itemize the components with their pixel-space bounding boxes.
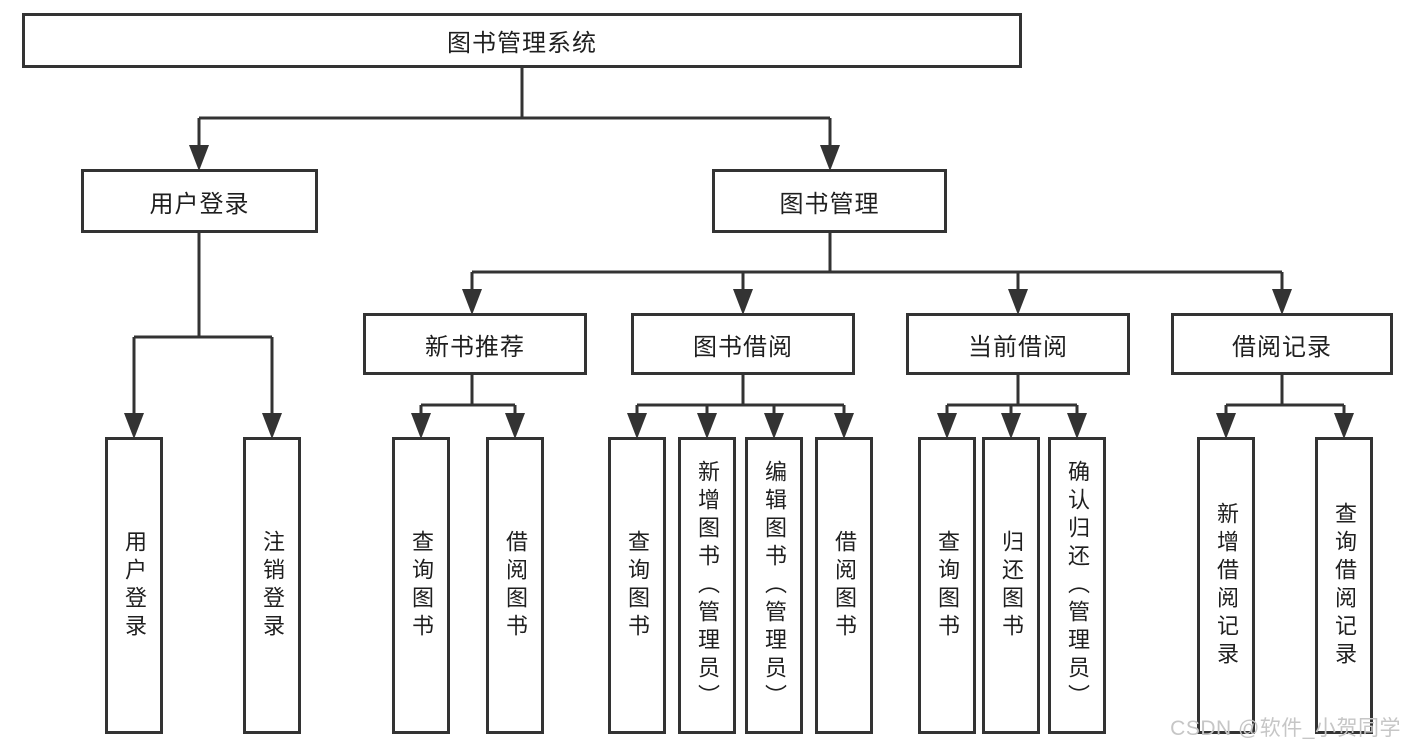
node-book-borrow: 图书借阅 <box>631 313 855 375</box>
leaf-query-borrow-record: 查询借阅记录 <box>1315 437 1373 734</box>
node-borrow-records: 借阅记录 <box>1171 313 1393 375</box>
arrowhead <box>262 413 282 439</box>
leaf-label: 归还图书 <box>999 529 1024 642</box>
leaf-add-books-admin: 新增图书（管理员） <box>678 437 736 734</box>
arrowhead <box>1008 289 1028 315</box>
leaf-label: 借阅图书 <box>503 529 528 642</box>
arrowhead <box>505 413 525 439</box>
leaf-label: 注销登录 <box>260 529 285 642</box>
leaf-label: 查询借阅记录 <box>1332 501 1357 670</box>
node-user-login: 用户登录 <box>81 169 318 233</box>
leaf-return-books: 归还图书 <box>982 437 1040 734</box>
node-new-book-recommend: 新书推荐 <box>363 313 587 375</box>
arrowhead <box>764 413 784 439</box>
node-current-borrow: 当前借阅 <box>906 313 1130 375</box>
node-book-management: 图书管理 <box>712 169 947 233</box>
leaf-recommend-query-books: 查询图书 <box>392 437 450 734</box>
leaf-label: 新增借阅记录 <box>1214 501 1239 670</box>
leaf-label: 查询图书 <box>935 529 960 642</box>
leaf-logout-login: 注销登录 <box>243 437 301 734</box>
leaf-label: 借阅图书 <box>832 529 857 642</box>
arrowhead <box>627 413 647 439</box>
arrowhead <box>1272 289 1292 315</box>
arrowhead <box>697 413 717 439</box>
arrowhead <box>1334 413 1354 439</box>
leaf-label: 查询图书 <box>625 529 650 642</box>
node-library-management-system: 图书管理系统 <box>22 13 1022 68</box>
arrowhead <box>820 145 840 171</box>
leaf-user-login: 用户登录 <box>105 437 163 734</box>
arrowhead <box>1216 413 1236 439</box>
watermark: CSDN @软件_小贺同学 <box>1170 717 1401 740</box>
leaf-add-borrow-record: 新增借阅记录 <box>1197 437 1255 734</box>
arrowhead <box>124 413 144 439</box>
leaf-current-query-books: 查询图书 <box>918 437 976 734</box>
arrowhead <box>462 289 482 315</box>
leaf-label: 用户登录 <box>122 529 147 642</box>
arrowhead <box>1067 413 1087 439</box>
leaf-label: 新增图书（管理员） <box>695 459 720 712</box>
leaf-label: 确认归还（管理员） <box>1065 459 1090 712</box>
arrowhead <box>834 413 854 439</box>
arrowhead <box>1001 413 1021 439</box>
arrowhead <box>937 413 957 439</box>
arrowhead <box>733 289 753 315</box>
arrowhead <box>411 413 431 439</box>
leaf-borrow-query-books: 查询图书 <box>608 437 666 734</box>
leaf-confirm-return-admin: 确认归还（管理员） <box>1048 437 1106 734</box>
leaf-label: 编辑图书（管理员） <box>762 459 787 712</box>
leaf-label: 查询图书 <box>409 529 434 642</box>
leaf-borrow-books: 借阅图书 <box>815 437 873 734</box>
leaf-edit-books-admin: 编辑图书（管理员） <box>745 437 803 734</box>
arrowhead <box>189 145 209 171</box>
leaf-recommend-borrow-books: 借阅图书 <box>486 437 544 734</box>
